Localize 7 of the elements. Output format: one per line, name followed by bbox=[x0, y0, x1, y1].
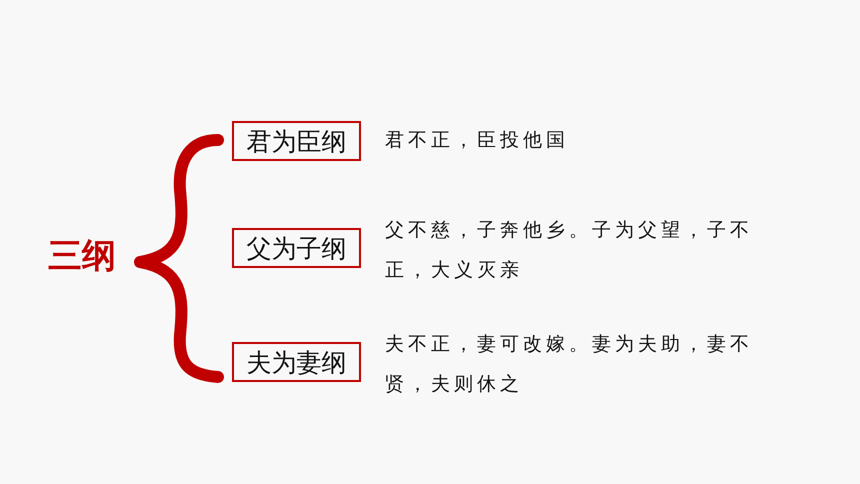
term-box: 父为子纲 bbox=[232, 228, 361, 268]
heading: 三纲 bbox=[48, 236, 116, 277]
description-text: 夫不正，妻可改嫁。妻为夫助，妻不贤，夫则休之 bbox=[385, 332, 754, 397]
description-text: 君不正，臣投他国 bbox=[385, 128, 570, 153]
term-box: 君为臣纲 bbox=[232, 121, 361, 161]
description-text: 父不慈，子奔他乡。子为父望，子不正，大义灭亲 bbox=[385, 218, 754, 283]
term-box: 夫为妻纲 bbox=[232, 342, 361, 382]
